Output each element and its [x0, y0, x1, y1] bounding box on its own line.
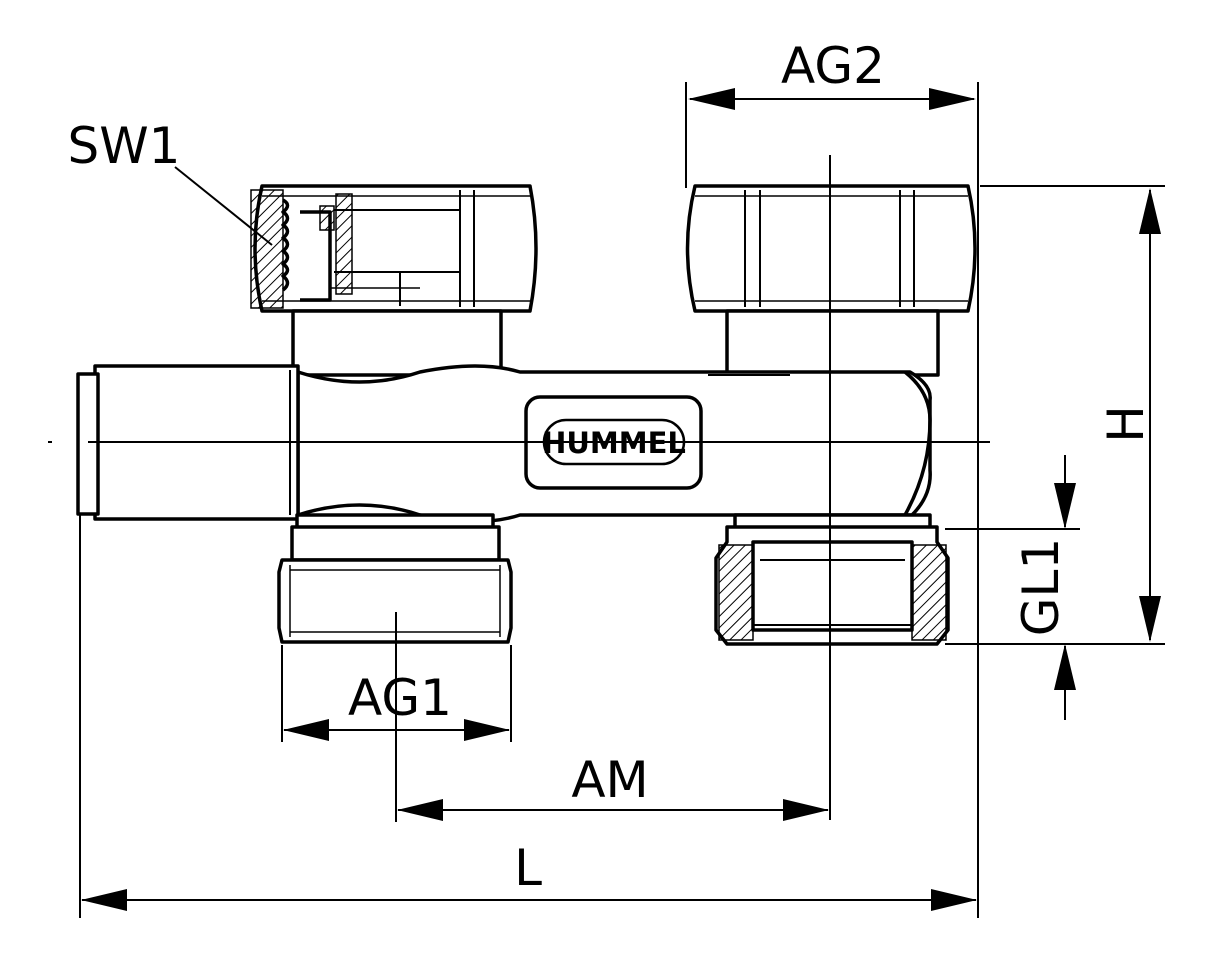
- right-neck: [725, 309, 940, 377]
- left-outlet-fitting: [277, 513, 513, 644]
- dimension-l: L: [81, 839, 977, 911]
- right-outlet-fitting: [714, 513, 950, 646]
- label-ag2: AG2: [781, 37, 885, 95]
- centre-lines: [48, 155, 990, 822]
- left-union-nut: [250, 184, 538, 313]
- left-neck: [291, 309, 503, 377]
- label-ag1: AG1: [348, 669, 452, 727]
- label-sw1: SW1: [68, 117, 181, 175]
- dimension-sw1: SW1: [68, 117, 273, 246]
- dimension-gl1: GL1: [1012, 455, 1076, 720]
- dimension-ag2: AG2: [688, 37, 976, 110]
- label-h: H: [1097, 405, 1155, 443]
- dimension-ag1: AG1: [283, 669, 510, 741]
- dimension-h: H: [1097, 188, 1161, 642]
- label-l: L: [514, 839, 542, 897]
- extension-lines: [79, 82, 1165, 918]
- dimension-am: AM: [397, 751, 829, 821]
- label-gl1: GL1: [1012, 538, 1070, 636]
- label-am: AM: [571, 751, 648, 809]
- right-union-nut: [685, 184, 977, 313]
